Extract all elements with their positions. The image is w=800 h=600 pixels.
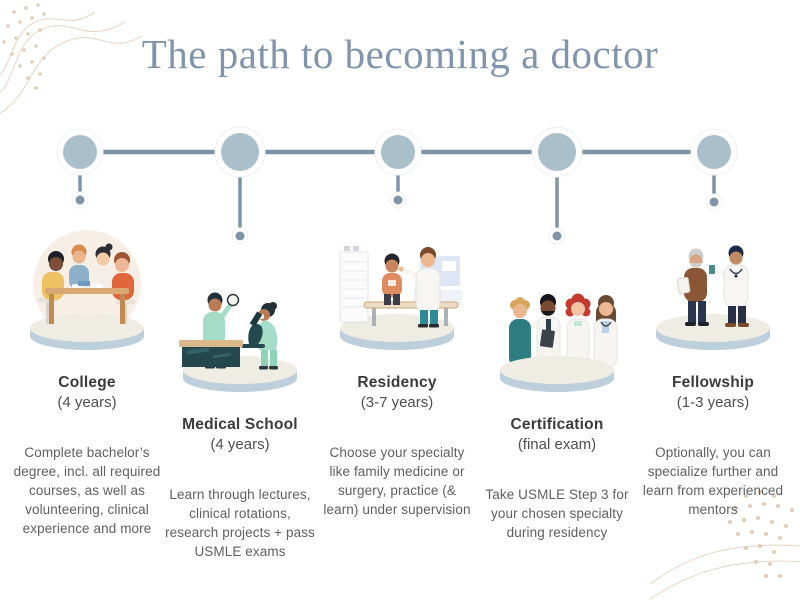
- illustration-students-studying-icon: [30, 230, 144, 350]
- stage-duration: (1-3 years): [676, 394, 750, 411]
- stage-column-residency: Residency (3-7 years) Choose your specia…: [322, 228, 472, 519]
- stage-column-medical-school: Medical School (4 years) Learn through l…: [165, 270, 315, 561]
- stage-column-fellowship: Fellowship (1-3 years) Optionally, you c…: [638, 228, 788, 519]
- stage-title: Medical School: [182, 416, 298, 433]
- timeline-node-3: [374, 128, 422, 176]
- timeline-node-2: [214, 126, 266, 178]
- page-title: The path to becoming a doctor: [141, 31, 659, 77]
- illustration-medical-team-icon: [500, 293, 618, 392]
- illustration-microscope-lab-icon: [179, 292, 297, 392]
- stage-title: Certification: [510, 416, 604, 433]
- stage-description: Complete bachelor’s degree, incl. all re…: [13, 445, 161, 536]
- timeline-node-4: [531, 126, 583, 178]
- timeline-node-5: [690, 128, 738, 176]
- stage-duration: (4 years): [210, 436, 270, 453]
- stage-column-college: College (4 years) Complete bachelor’s de…: [12, 228, 162, 538]
- stage-title: Residency: [357, 374, 437, 391]
- timeline-enddot: [548, 227, 566, 245]
- stage-description: Learn through lectures, clinical rotatio…: [165, 487, 315, 559]
- timeline-enddot: [231, 227, 249, 245]
- stage-duration: (4 years): [57, 394, 117, 411]
- stage-title: College: [58, 374, 116, 391]
- timeline-enddot: [71, 191, 89, 209]
- stage-description: Take USMLE Step 3 for your chosen specia…: [485, 487, 629, 540]
- stage-title: Fellowship: [671, 374, 755, 391]
- stage-description: Optionally, you can specialize further a…: [642, 445, 784, 517]
- stage-duration: (3-7 years): [360, 394, 434, 411]
- timeline-enddot: [705, 193, 723, 211]
- stage-column-certification: Certification (final exam) Take USMLE St…: [482, 270, 632, 542]
- illustration-mentor-doctor-icon: [656, 245, 770, 350]
- timeline-enddot: [389, 191, 407, 209]
- illustration-doctor-exam-icon: [339, 246, 462, 350]
- timeline-node-1: [56, 128, 104, 176]
- stage-duration: (final exam): [517, 436, 597, 453]
- stage-description: Choose your specialty like family medici…: [323, 445, 471, 517]
